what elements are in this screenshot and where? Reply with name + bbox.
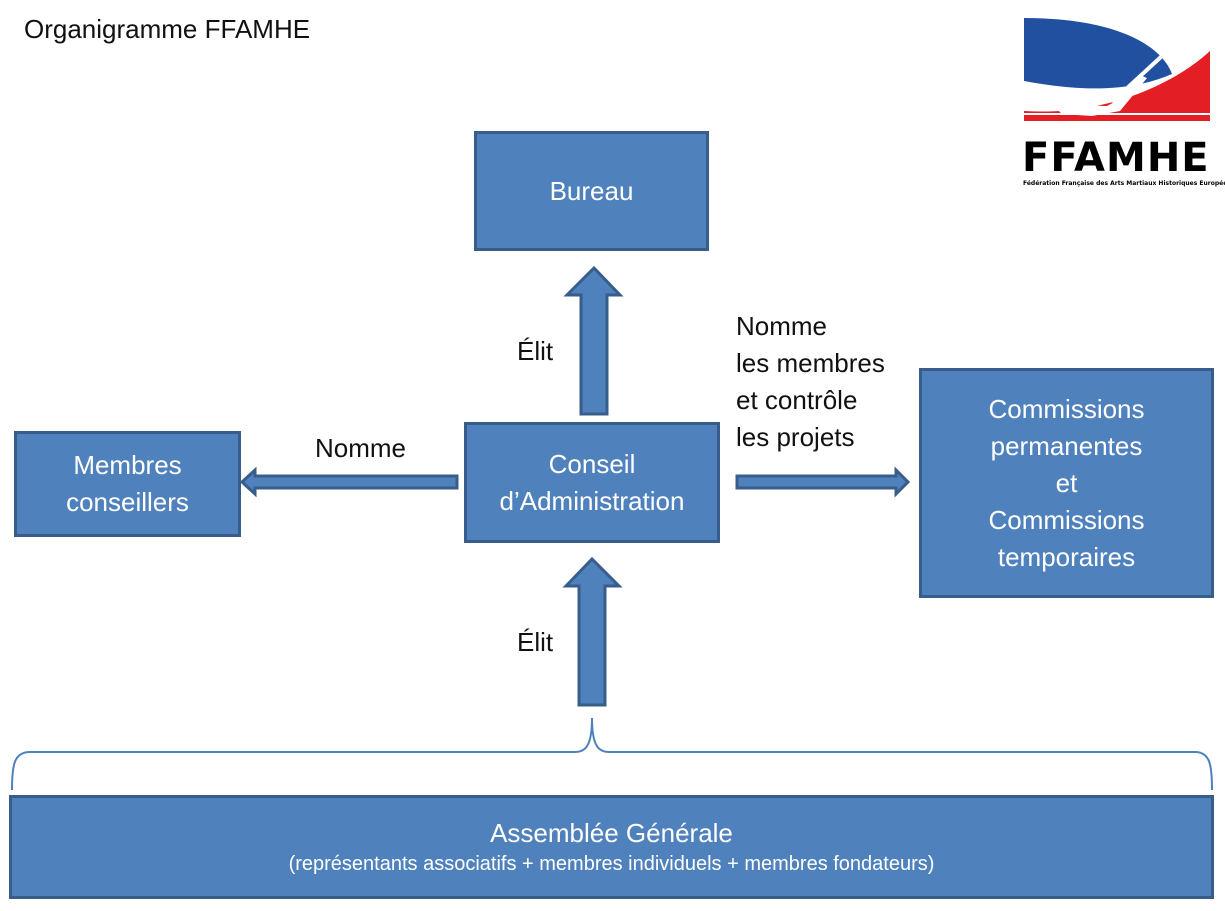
membres-conseillers-box: Membres conseillers (14, 431, 241, 537)
arrow-ca-to-commissions (735, 466, 911, 498)
edge-label-nomme-membres: Nomme (315, 433, 407, 463)
bureau-box: Bureau (474, 131, 709, 251)
arrow-ag-to-ca (562, 556, 623, 707)
edge-label-commissions-line1: Nomme (736, 311, 828, 341)
edge-label-nomme-commissions: Nomme les membres et contrôle les projet… (736, 308, 885, 456)
arrow-ca-to-membres (239, 466, 459, 498)
conseil-label-line1: Conseil (548, 448, 636, 479)
membres-label-line1: Membres (73, 450, 182, 480)
logo-text: FFAMHE (1022, 135, 1210, 181)
conseil-administration-box: Conseil d’Administration (464, 422, 720, 543)
commissions-label-line1: Commissions (988, 393, 1145, 424)
commissions-box: Commissions permanentes et Commissions t… (919, 368, 1214, 598)
edge-label-elit-bureau: Élit (517, 336, 554, 366)
assemblee-title: Assemblée Générale (490, 818, 733, 848)
commissions-label-line2: permanentes (990, 430, 1143, 461)
fencer-emblem-icon (1024, 18, 1210, 121)
ffamhe-logo: FFAMHE Fédération Française des Arts Mar… (1022, 16, 1225, 187)
edge-label-commissions-line2: les membres (736, 348, 885, 378)
assemblee-generale-box: Assemblée Générale (représentants associ… (9, 795, 1214, 899)
commissions-label-line5: temporaires (997, 541, 1136, 572)
commissions-label-line4: Commissions (988, 504, 1145, 535)
assemblee-brace (11, 717, 1213, 791)
page-title: Organigramme FFAMHE (24, 14, 311, 44)
edge-label-commissions-line4: les projets (736, 422, 855, 452)
conseil-label-line2: d’Administration (499, 485, 685, 516)
arrow-ca-to-bureau (563, 265, 624, 416)
assemblee-subtitle: (représentants associatifs + membres ind… (288, 853, 935, 875)
edge-label-commissions-line3: et contrôle (736, 385, 858, 415)
logo-tagline: Fédération Française des Arts Martiaux H… (1023, 180, 1225, 187)
edge-label-elit-ca: Élit (517, 627, 554, 657)
membres-label-line2: conseillers (66, 487, 189, 517)
bureau-label: Bureau (549, 175, 634, 206)
commissions-label-line3: et (1055, 467, 1078, 498)
